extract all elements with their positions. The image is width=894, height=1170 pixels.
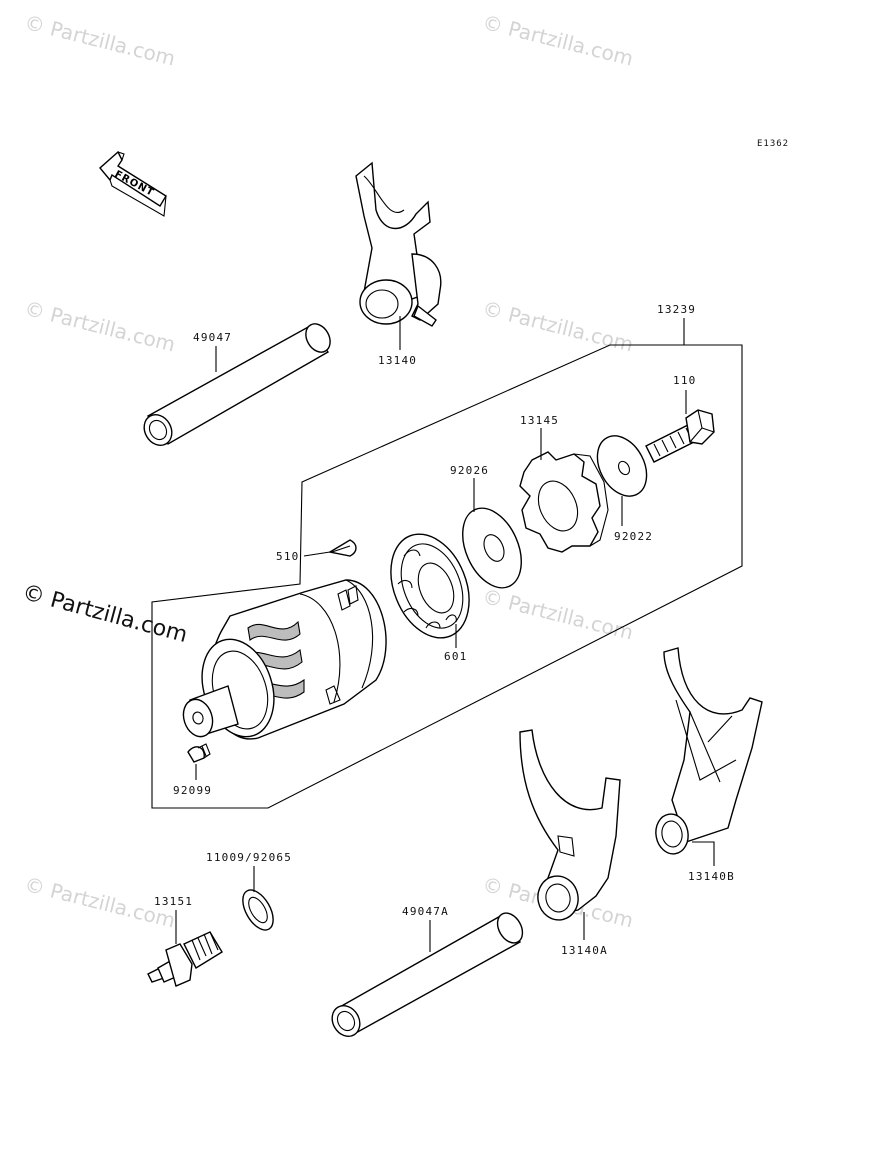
assembly-outline bbox=[151, 344, 743, 809]
label-601: 601 bbox=[444, 650, 467, 663]
label-13140B: 13140B bbox=[688, 870, 735, 883]
shaft-49047A bbox=[331, 912, 524, 1038]
label-11009-92065: 11009/92065 bbox=[206, 851, 292, 864]
shift-fork-13140 bbox=[355, 161, 442, 327]
label-13239: 13239 bbox=[657, 303, 696, 316]
label-92022: 92022 bbox=[614, 530, 653, 543]
shift-fork-13140B bbox=[655, 647, 763, 855]
label-13145: 13145 bbox=[520, 414, 559, 427]
bolt-110 bbox=[645, 409, 715, 463]
screw-92099 bbox=[187, 743, 211, 763]
shift-fork-13140A bbox=[519, 729, 621, 921]
label-92026: 92026 bbox=[450, 464, 489, 477]
front-arrow-label: FRONT bbox=[113, 169, 156, 199]
shaft-49047 bbox=[143, 323, 331, 447]
label-49047A: 49047A bbox=[402, 905, 449, 918]
label-13140A: 13140A bbox=[561, 944, 608, 957]
label-110: 110 bbox=[673, 374, 696, 387]
washer-92022 bbox=[596, 435, 648, 497]
front-arrow-icon: FRONT bbox=[99, 150, 167, 217]
label-510: 510 bbox=[276, 550, 299, 563]
switch-13151 bbox=[147, 931, 223, 987]
leader-lines bbox=[175, 316, 715, 952]
diagram-code: E1362 bbox=[757, 139, 789, 149]
label-92099: 92099 bbox=[173, 784, 212, 797]
label-13151: 13151 bbox=[154, 895, 193, 908]
washer-11009-92065 bbox=[242, 889, 274, 931]
shift-drum bbox=[182, 579, 387, 740]
label-13140: 13140 bbox=[378, 354, 417, 367]
key-510 bbox=[328, 539, 357, 557]
label-49047: 49047 bbox=[193, 331, 232, 344]
ring-92026 bbox=[462, 507, 522, 589]
cam-plate-13145 bbox=[519, 451, 609, 553]
bearing-601 bbox=[390, 533, 470, 639]
